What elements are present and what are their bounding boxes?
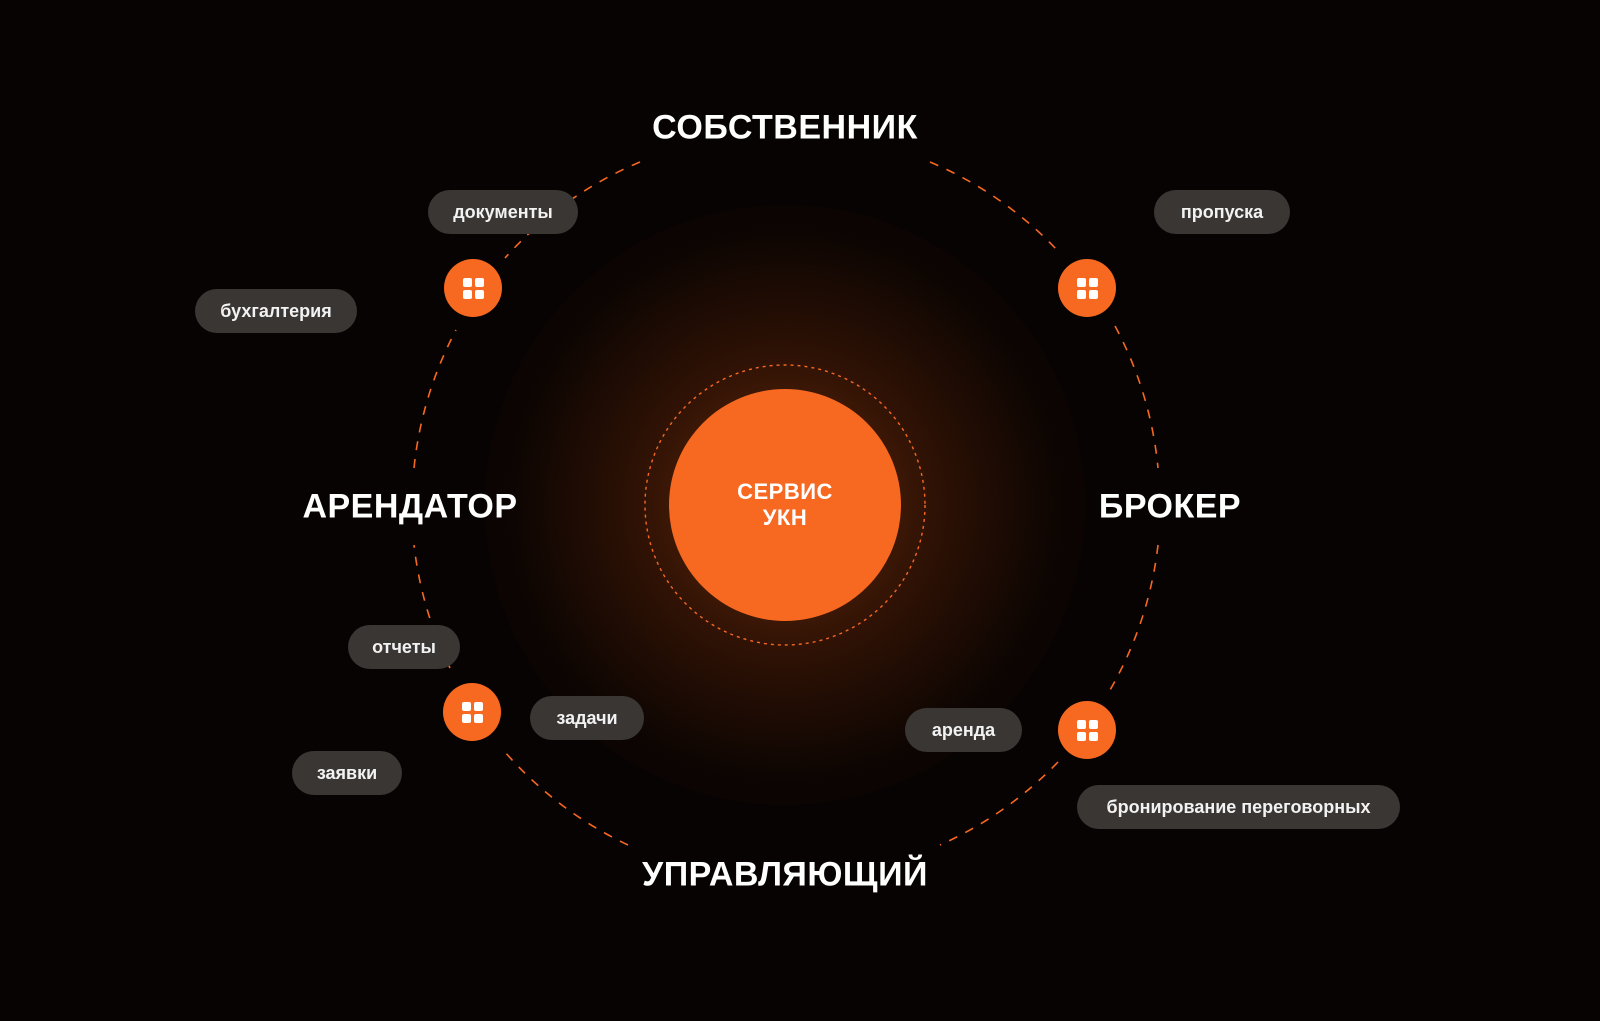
feature-tasks: задачи	[530, 696, 644, 740]
inner-dotted-ring	[644, 364, 926, 646]
feature-rent: аренда	[905, 708, 1022, 752]
grid-icon	[1058, 701, 1116, 759]
arc-left-upper	[413, 329, 457, 469]
grid-icon	[1058, 259, 1116, 317]
service-core: СЕРВИС УКН	[669, 389, 901, 621]
service-title-line2: УКН	[762, 505, 808, 530]
role-owner: СОБСТВЕННИК	[652, 108, 918, 147]
feature-requests: заявки	[292, 751, 402, 795]
role-broker: БРОКЕР	[1098, 487, 1242, 526]
arc-right-lower	[1109, 544, 1159, 691]
arc-top-right	[929, 161, 1058, 251]
role-manager: УПРАВЛЯЮЩИЙ	[642, 855, 928, 894]
arc-bottom-right	[939, 761, 1059, 846]
feature-passes: пропуска	[1154, 190, 1290, 234]
feature-accounting: бухгалтерия	[195, 289, 357, 333]
arc-top-left	[504, 161, 641, 259]
arc-bottom-left	[504, 751, 629, 846]
feature-documents: документы	[428, 190, 578, 234]
feature-reports: отчеты	[348, 625, 460, 669]
service-title-line1: СЕРВИС	[737, 479, 833, 504]
feature-booking: бронирование переговорных	[1077, 785, 1400, 829]
grid-icon	[443, 683, 501, 741]
role-tenant: АРЕНДАТОР	[302, 487, 518, 526]
grid-icon	[444, 259, 502, 317]
arc-right-upper	[1114, 325, 1159, 469]
